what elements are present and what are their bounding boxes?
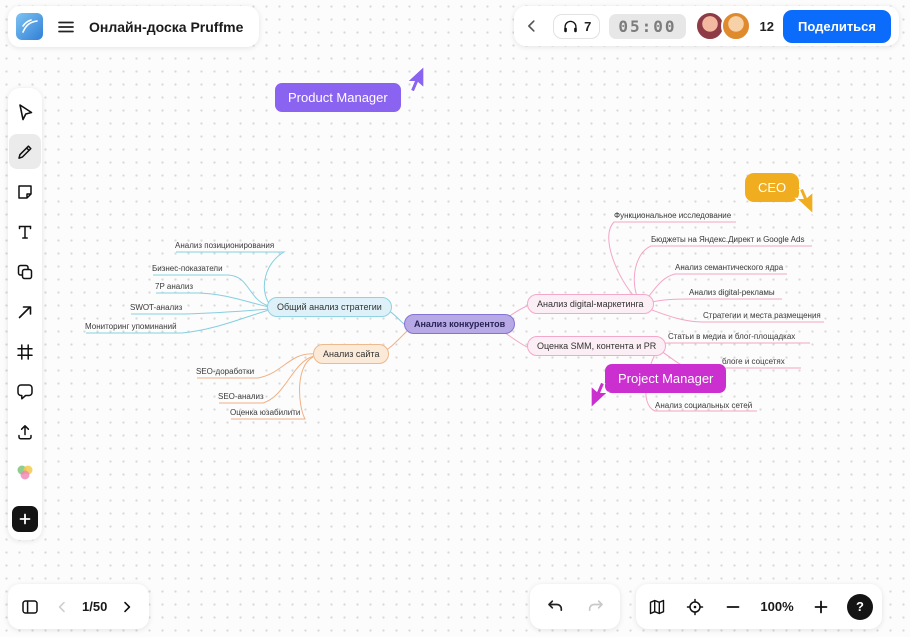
chevron-left-icon [528,20,535,32]
mindmap-leaf[interactable]: Функциональное исследование [614,211,732,220]
redo-button[interactable] [584,595,608,619]
arrow-icon [18,305,32,318]
mindmap-leaf[interactable]: Бизнес-показатели [152,264,223,273]
stickers-icon [17,465,33,479]
crosshair-icon [686,598,704,615]
undo-icon [547,600,562,612]
upload-icon [18,424,32,439]
cursor-label-product-manager: Product Manager [275,83,401,112]
sidebar-panel-icon [22,599,38,614]
mindmap-leaf[interactable]: SWOT-анализ [130,303,183,312]
mindmap-leaf[interactable]: 7P анализ [155,282,193,291]
tool-stickers[interactable] [9,454,41,489]
board-title: Онлайн-доска Pruffme [89,18,244,35]
audio-count: 7 [584,18,592,34]
shapes-icon [17,264,33,279]
collapse-panel-button[interactable] [520,14,544,38]
tool-upload[interactable] [9,414,41,449]
tool-arrow[interactable] [9,294,41,329]
mindmap-leaf[interactable]: Анализ семантического ядра [675,263,784,272]
cursor-label-ceo: CEO [745,173,800,202]
participants-count[interactable]: 12 [759,18,774,34]
tool-comment[interactable] [9,374,41,409]
chevron-left-icon [58,601,65,612]
board-header-card: Онлайн-доска Pruffme [8,6,260,47]
pages-panel-button[interactable] [18,595,42,619]
menu-button[interactable] [54,15,78,39]
mindmap-leaf[interactable]: Статьи в медиа и блог-площадках [668,332,796,341]
text-icon [18,225,32,239]
tool-frame[interactable] [9,334,41,369]
tool-shapes[interactable] [9,254,41,289]
mindmap-leaf[interactable]: Анализ социальных сетей [655,401,753,410]
cursor-label-project-manager: Project Manager [605,364,727,393]
tools-sidebar [8,88,42,540]
mindmap-node-site[interactable]: Анализ сайта [313,344,390,364]
tool-sticky-note[interactable] [9,174,41,209]
hamburger-icon [58,21,74,32]
locate-button[interactable] [683,595,707,619]
prev-page-button[interactable] [50,595,74,619]
pencil-icon [18,144,32,159]
mindmap-node-smm[interactable]: Оценка SMM, контента и PR [527,336,667,356]
share-button[interactable]: Поделиться [782,9,891,43]
map-icon [649,599,665,614]
mindmap-node-digital[interactable]: Анализ digital-маркетинга [527,294,654,314]
mindmap-leaf[interactable]: Анализ digital-рекламы [689,288,775,297]
frame-icon [17,343,33,360]
tool-select[interactable] [9,94,41,129]
select-cursor-icon [19,103,33,120]
tool-text[interactable] [9,214,41,249]
mindmap-node-strategy[interactable]: Общий анализ стратегии [267,297,392,317]
help-button[interactable]: ? [847,593,873,620]
mindmap-leaf[interactable]: Бюджеты на Яндекс.Директ и Google Ads [651,235,805,244]
mindmap-leaf[interactable]: Стратегии и места размещения [703,311,821,320]
zoom-in-button[interactable] [809,595,833,619]
page-indicator: 1/50 [82,599,108,614]
history-card [530,584,620,629]
headphones-icon [564,20,577,32]
zoom-level[interactable]: 100% [760,599,794,614]
mindmap-node-center[interactable]: Анализ конкурентов [404,314,516,334]
participant-avatars[interactable] [694,11,751,41]
minimap-button[interactable] [645,595,669,619]
redo-icon [588,600,603,612]
comment-icon [17,383,33,400]
add-tool-button[interactable] [12,506,38,532]
tool-pencil[interactable] [9,134,41,169]
undo-button[interactable] [542,595,566,619]
pages-card: 1/50 [8,584,150,629]
chevron-right-icon [124,601,131,612]
plus-icon [19,513,31,525]
next-page-button[interactable] [115,595,139,619]
zoom-out-button[interactable] [721,595,745,619]
view-controls-card: 100% ? [636,584,882,629]
mindmap-leaf[interactable]: Оценка юзабилити [230,408,301,417]
mindmap-leaf[interactable]: Анализ позиционирования [175,241,275,250]
plus-icon [814,600,828,613]
mindmap-leaf[interactable]: блоге и соцсетях [722,357,785,366]
mindmap-leaf[interactable]: SEO-анализ [218,392,264,401]
mindmap-leaf[interactable]: Мониторинг упоминаний [85,322,177,331]
avatar[interactable] [720,11,751,41]
minus-icon [726,605,740,608]
pruffme-logo[interactable] [16,13,43,40]
session-timer[interactable]: 05:00 [609,13,686,39]
mindmap-leaf[interactable]: SEO-доработки [196,367,255,376]
audio-participants-button[interactable]: 7 [553,13,601,39]
session-header-card: 7 05:00 12 Поделиться [514,6,899,46]
sticky-note-icon [18,184,32,199]
